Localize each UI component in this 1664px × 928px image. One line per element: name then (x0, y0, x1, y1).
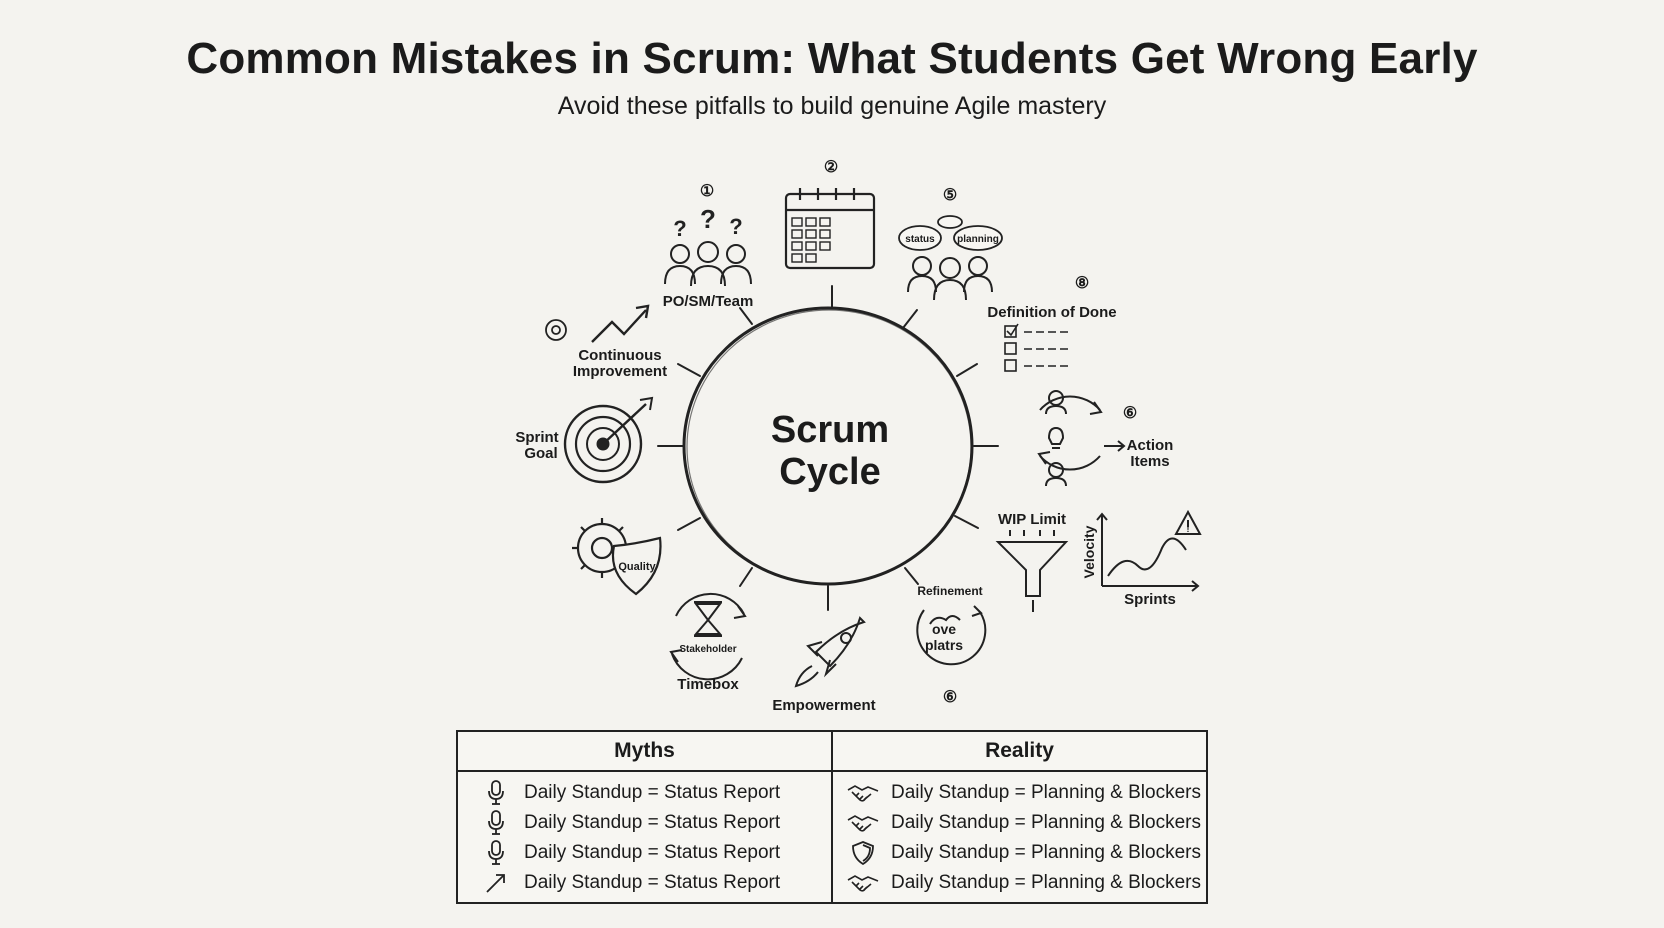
hourglass-icon (693, 601, 723, 637)
handshake-icon (845, 809, 881, 837)
funnel-icon (995, 530, 1069, 612)
node-action-items: ⑥ Action Items (1037, 390, 1174, 487)
timebox-label: Timebox (677, 676, 739, 693)
myth-text: Daily Standup = Status Report (524, 782, 781, 803)
reality-text: Daily Standup = Planning & Blockers (891, 872, 1201, 893)
reality-column: Daily Standup = Planning & Blockers Dail… (833, 772, 1206, 904)
shield-icon (845, 839, 881, 867)
sprints-axis-label: Sprints (1124, 591, 1176, 608)
wip-label: WIP Limit (998, 511, 1066, 528)
done-label: Definition of Done (987, 304, 1116, 321)
table-body: Daily Standup = Status Report Daily Stan… (458, 772, 1206, 904)
node-roles: ① ? ? ? PO/SM/Team (663, 183, 754, 310)
table-row: Daily Standup = Status Report (458, 868, 831, 898)
standup-number: ⑤ (943, 187, 957, 204)
table-header: Myths Reality (458, 732, 1206, 772)
page-subtitle: Avoid these pitfalls to build genuine Ag… (557, 92, 1107, 120)
goal-label-line1: Sprint (515, 429, 558, 446)
retro-cycle-icon (1037, 390, 1126, 487)
retro-label-line2: Items (1130, 453, 1169, 470)
node-sprint-goal: Sprint Goal (515, 396, 654, 484)
velocity-chart-icon (1096, 509, 1202, 592)
goal-label-line2: Goal (524, 445, 557, 462)
timebox-cycle-icon (669, 592, 747, 681)
node-quality: Quality (572, 518, 662, 596)
page-title: Common Mistakes in Scrum: What Students … (186, 34, 1478, 83)
table-row: Daily Standup = Status Report (458, 808, 831, 838)
improvement-label-line1: Continuous (578, 347, 661, 364)
calendar-number: ② (824, 159, 838, 176)
node-empowerment: Empowerment (772, 616, 876, 714)
retro-number: ⑥ (1123, 405, 1137, 422)
handshake-icon (845, 869, 881, 897)
checklist-icon (1004, 323, 1072, 372)
svg-text:?: ? (700, 204, 716, 234)
refinement-cycle-icon (916, 605, 987, 666)
rocket-icon (794, 616, 866, 688)
myth-text: Daily Standup = Status Report (524, 812, 781, 833)
node-standup: ⑤ status planning (898, 187, 1003, 301)
calendar-icon (784, 188, 876, 270)
cycle-spokes (657, 285, 999, 611)
microphone-icon (478, 779, 514, 807)
refinement-label: Refinement (917, 584, 982, 598)
done-number: ⑧ (1075, 275, 1089, 292)
myths-reality-table: Myths Reality Daily Standup = Status Rep… (456, 730, 1208, 904)
standup-bubble-right: planning (957, 234, 999, 245)
standup-people-icon (907, 256, 993, 301)
svg-text:!: ! (1187, 524, 1190, 534)
timebox-inner-label: Stakeholder (679, 644, 736, 655)
table-row: Daily Standup = Planning & Blockers (833, 778, 1206, 808)
small-gear-icon (545, 319, 567, 341)
shield-icon (611, 536, 662, 596)
myths-column: Daily Standup = Status Report Daily Stan… (458, 772, 833, 904)
handshake-icon (845, 779, 881, 807)
roles-label: PO/SM/Team (663, 293, 754, 310)
microphone-icon (478, 809, 514, 837)
table-row: Daily Standup = Status Report (458, 838, 831, 868)
table-row: Daily Standup = Planning & Blockers (833, 838, 1206, 868)
svg-text:?: ? (673, 216, 686, 241)
empowerment-label: Empowerment (772, 697, 875, 714)
retro-label-line1: Action (1127, 437, 1174, 454)
refinement-scribble-line1: ove (932, 621, 956, 637)
arrow-icon (478, 869, 514, 897)
speech-bubble-icon (898, 215, 1003, 251)
node-refinement: Refinement ove platrs ⑥ (916, 584, 987, 706)
trend-arrow-icon (591, 304, 650, 343)
reality-text: Daily Standup = Planning & Blockers (891, 812, 1201, 833)
microphone-icon (478, 839, 514, 867)
refinement-number: ⑥ (943, 689, 957, 706)
svg-text:?: ? (729, 214, 742, 239)
table-row: Daily Standup = Planning & Blockers (833, 808, 1206, 838)
center-label-line1: Scrum (771, 409, 889, 451)
reality-header: Reality (985, 739, 1054, 762)
velocity-axis-label: Velocity (1081, 525, 1097, 578)
roles-number: ① (700, 183, 714, 200)
node-calendar: ② (784, 159, 876, 270)
team-people-icon (664, 241, 752, 287)
reality-text: Daily Standup = Planning & Blockers (891, 842, 1201, 863)
table-row: Daily Standup = Planning & Blockers (833, 868, 1206, 898)
myth-text: Daily Standup = Status Report (524, 842, 781, 863)
quality-label: Quality (618, 561, 656, 573)
center-label-line2: Cycle (779, 451, 880, 493)
node-definition-of-done: ⑧ Definition of Done (987, 275, 1117, 372)
reality-text: Daily Standup = Planning & Blockers (891, 782, 1201, 803)
myth-text: Daily Standup = Status Report (524, 872, 781, 893)
node-wip-limit: WIP Limit ! Velocity Sprints (995, 509, 1202, 612)
target-icon (563, 396, 654, 484)
standup-bubble-left: status (905, 234, 935, 245)
improvement-label-line2: Improvement (573, 363, 667, 380)
myths-header: Myths (458, 732, 833, 770)
node-timebox: Stakeholder Timebox (669, 592, 747, 693)
table-row: Daily Standup = Status Report (458, 778, 831, 808)
node-continuous-improvement: Continuous Improvement (545, 304, 667, 380)
refinement-scribble-line2: platrs (925, 637, 963, 653)
question-marks-icon: ? ? ? (673, 204, 742, 241)
